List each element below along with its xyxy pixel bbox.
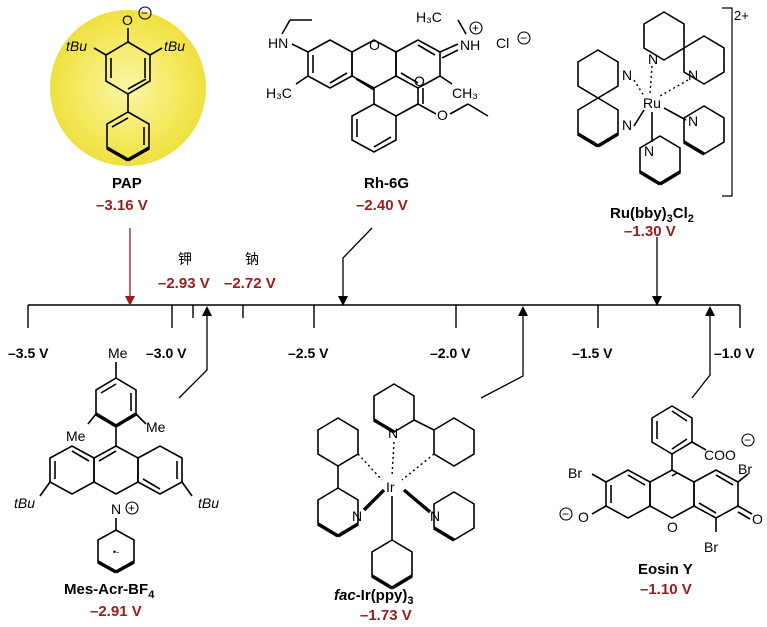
eosin-ring-o: O	[667, 519, 678, 535]
mesacr-plus: +	[128, 501, 135, 515]
eosin-o-charge: −	[562, 507, 569, 521]
eosin-name: Eosin Y	[638, 561, 693, 578]
rh6g-plus: +	[472, 21, 479, 35]
rubpy-n: N	[622, 117, 632, 133]
mesacr-potential: –2.91 V	[90, 603, 142, 620]
mesacr-radical-dot: •-	[113, 547, 119, 557]
eosin-o-right: O	[752, 511, 763, 527]
pap-name: PAP	[112, 175, 142, 192]
sodium-potential: –2.72 V	[224, 275, 276, 292]
eosin-br: Br	[704, 539, 718, 555]
irppy-structure: Ir N N N	[317, 383, 475, 590]
eosin-arrow	[691, 306, 715, 399]
irppy-potential: –1.73 V	[360, 607, 412, 624]
rubpy-potential: –1.30 V	[624, 223, 676, 240]
eosin-potential: –1.10 V	[640, 581, 692, 598]
pap-structure: O − tBu tBu	[66, 6, 185, 162]
mesacr-me-left: Me	[66, 428, 86, 444]
mesacr-arrow	[178, 306, 212, 399]
rh6g-hn: HN	[268, 35, 288, 51]
eosin-br: Br	[738, 461, 752, 477]
rh6g-structure: O HN NH + H₃C Cl − H₃C CH₃	[266, 9, 531, 153]
rh6g-cl-charge: −	[520, 31, 527, 45]
rubpy-n: N	[644, 143, 654, 159]
rh6g-ring-o: O	[369, 37, 380, 53]
tick-label: –1.0 V	[714, 345, 755, 361]
tick-label: –3.5 V	[8, 345, 49, 361]
rubpy-n: N	[622, 67, 632, 83]
irppy-arrow	[480, 306, 528, 399]
rubpy-n: N	[648, 51, 658, 67]
potential-axis: –3.5 V –3.0 V –2.5 V –2.0 V –1.5 V –1.0 …	[8, 251, 755, 361]
rubpy-ru: Ru	[643, 95, 661, 111]
mesacr-tbu-left: tBu	[14, 495, 35, 511]
mesacr-structure: Me Me Me N + tBu tBu	[14, 345, 219, 574]
rh6g-name: Rh-6G	[364, 175, 409, 192]
rh6g-h3c-top: H₃C	[416, 9, 442, 25]
sodium-label: 钠	[245, 251, 259, 267]
arrows	[125, 227, 715, 399]
rubpy-name: Ru(bby)3Cl2	[610, 205, 694, 225]
tick-label: –1.5 V	[572, 345, 613, 361]
irppy-ir: Ir	[386, 479, 395, 495]
irppy-n: N	[388, 425, 398, 441]
rh6g-ester-o: O	[437, 107, 448, 123]
rubpy-compound: Ru N N N N N N	[577, 7, 749, 240]
potassium-label: 钾	[178, 251, 192, 267]
irppy-name: fac-Ir(ppy)3	[334, 587, 413, 607]
pap-o: O	[122, 12, 133, 28]
mesacr-me-right: Me	[146, 419, 166, 435]
rubpy-structure: Ru N N N N N N	[577, 7, 749, 197]
irppy-compound: Ir N N N	[317, 383, 475, 624]
rubpy-charge: 2+	[734, 8, 749, 23]
pap-tbu-left: tBu	[66, 38, 87, 54]
eosin-structure: COO − O Br Br Br O −	[559, 405, 763, 555]
potassium-potential: –2.93 V	[158, 275, 210, 292]
rh6g-arrow	[338, 227, 373, 306]
tick-label: –2.5 V	[288, 345, 329, 361]
pap-potential: –3.16 V	[96, 197, 148, 214]
rh6g-compound: O HN NH + H₃C Cl − H₃C CH₃	[266, 9, 531, 214]
irppy-n: N	[430, 508, 440, 524]
mesacr-me-top: Me	[108, 345, 128, 361]
rh6g-cl: Cl	[496, 35, 509, 51]
eosin-br: Br	[568, 465, 582, 481]
rh6g-nh: NH	[460, 37, 480, 53]
rh6g-carbonyl-o: O	[414, 73, 425, 89]
pap-highlight	[50, 10, 206, 166]
eosin-o-left: O	[578, 509, 589, 525]
rh6g-h3c-left: H₃C	[266, 85, 292, 101]
tick-label: –2.0 V	[430, 345, 471, 361]
mesacr-tbu-right: tBu	[198, 495, 219, 511]
rh6g-potential: –2.40 V	[356, 197, 408, 214]
eosin-coo-charge: −	[744, 433, 751, 447]
pap-compound: O − tBu tBu PAP –3.16 V	[50, 6, 206, 214]
pap-tbu-right: tBu	[164, 38, 185, 54]
eosin-compound: COO − O Br Br Br O −	[559, 405, 763, 598]
rubpy-n: N	[688, 113, 698, 129]
eosin-coo: COO	[704, 447, 736, 463]
rubpy-n: N	[688, 67, 698, 83]
pap-charge: −	[141, 6, 148, 20]
mesacr-n: N	[111, 501, 121, 517]
rh6g-ch3-right: CH₃	[452, 85, 478, 101]
mesacr-name: Mes-Acr-BF4	[64, 581, 155, 601]
tick-label: –3.0 V	[146, 345, 187, 361]
mesacr-compound: Me Me Me N + tBu tBu	[14, 345, 219, 620]
irppy-n: N	[352, 508, 362, 524]
